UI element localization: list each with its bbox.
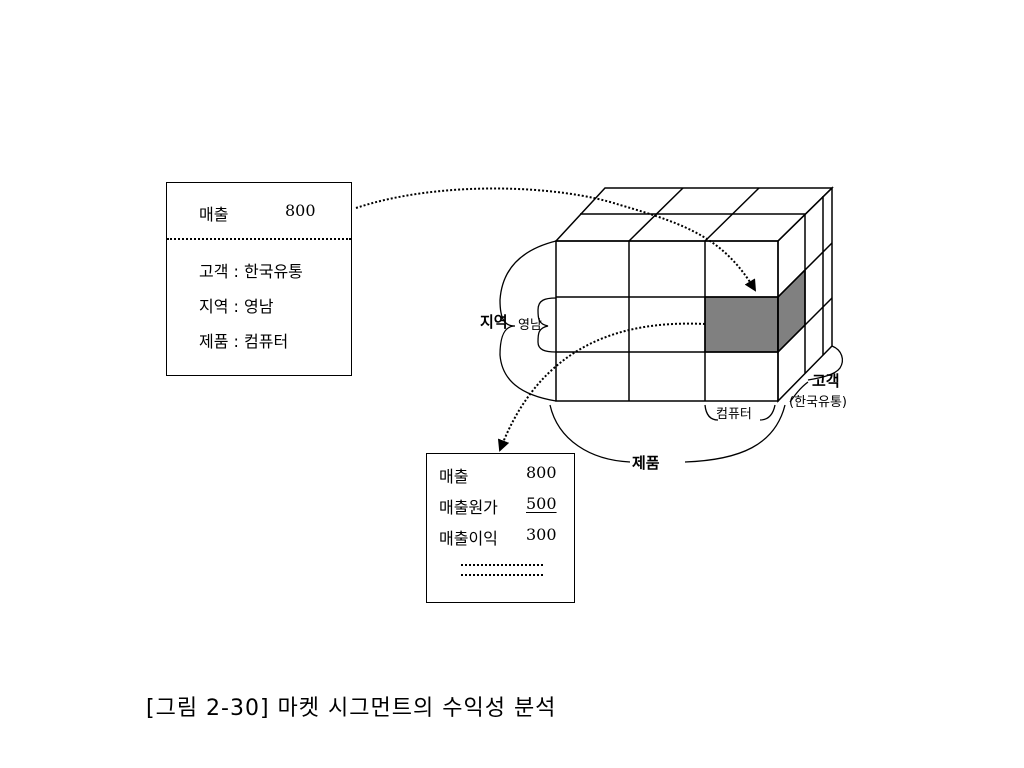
profit-box: 매출 800 매출원가 500 매출이익 300 [426, 453, 575, 603]
product-axis-label: 제품 [632, 454, 660, 472]
customer-axis-label: 고객 [812, 372, 840, 390]
product-value-label: 컴퓨터 [716, 407, 752, 422]
sales-label: 매출 [199, 205, 229, 224]
region-line: 지역 : 영남 [199, 297, 274, 316]
profit-row-value: 300 [526, 525, 557, 544]
dotted-separator [167, 238, 351, 240]
sales-value: 800 [285, 201, 316, 220]
customer-value-label: (한국유통) [789, 395, 847, 410]
profit-row-label: 매출이익 [439, 529, 498, 548]
highlighted-cell-side [777, 268, 806, 354]
dotted-arrow-to-profit-box [497, 322, 706, 452]
dotted-arrow-to-cube [355, 187, 757, 292]
region-axis-label: 지역 [480, 313, 508, 331]
profit-row-label: 매출 [439, 467, 469, 486]
profit-row-label: 매출원가 [439, 498, 498, 517]
highlighted-cell-front [704, 296, 779, 353]
profit-row-value: 500 [526, 494, 557, 513]
profit-row-value: 800 [526, 463, 557, 482]
dotted-line [461, 574, 543, 576]
customer-line: 고객 : 한국유통 [199, 262, 303, 281]
region-value-label: 영남 [518, 318, 542, 333]
dotted-line [461, 564, 543, 566]
segment-info-box: 매출 800 고객 : 한국유통 지역 : 영남 제품 : 컴퓨터 [166, 182, 352, 376]
axis-braces [499, 240, 843, 463]
product-line: 제품 : 컴퓨터 [199, 332, 289, 351]
figure-caption: [그림 2-30] 마켓 시그먼트의 수익성 분석 [146, 696, 557, 721]
